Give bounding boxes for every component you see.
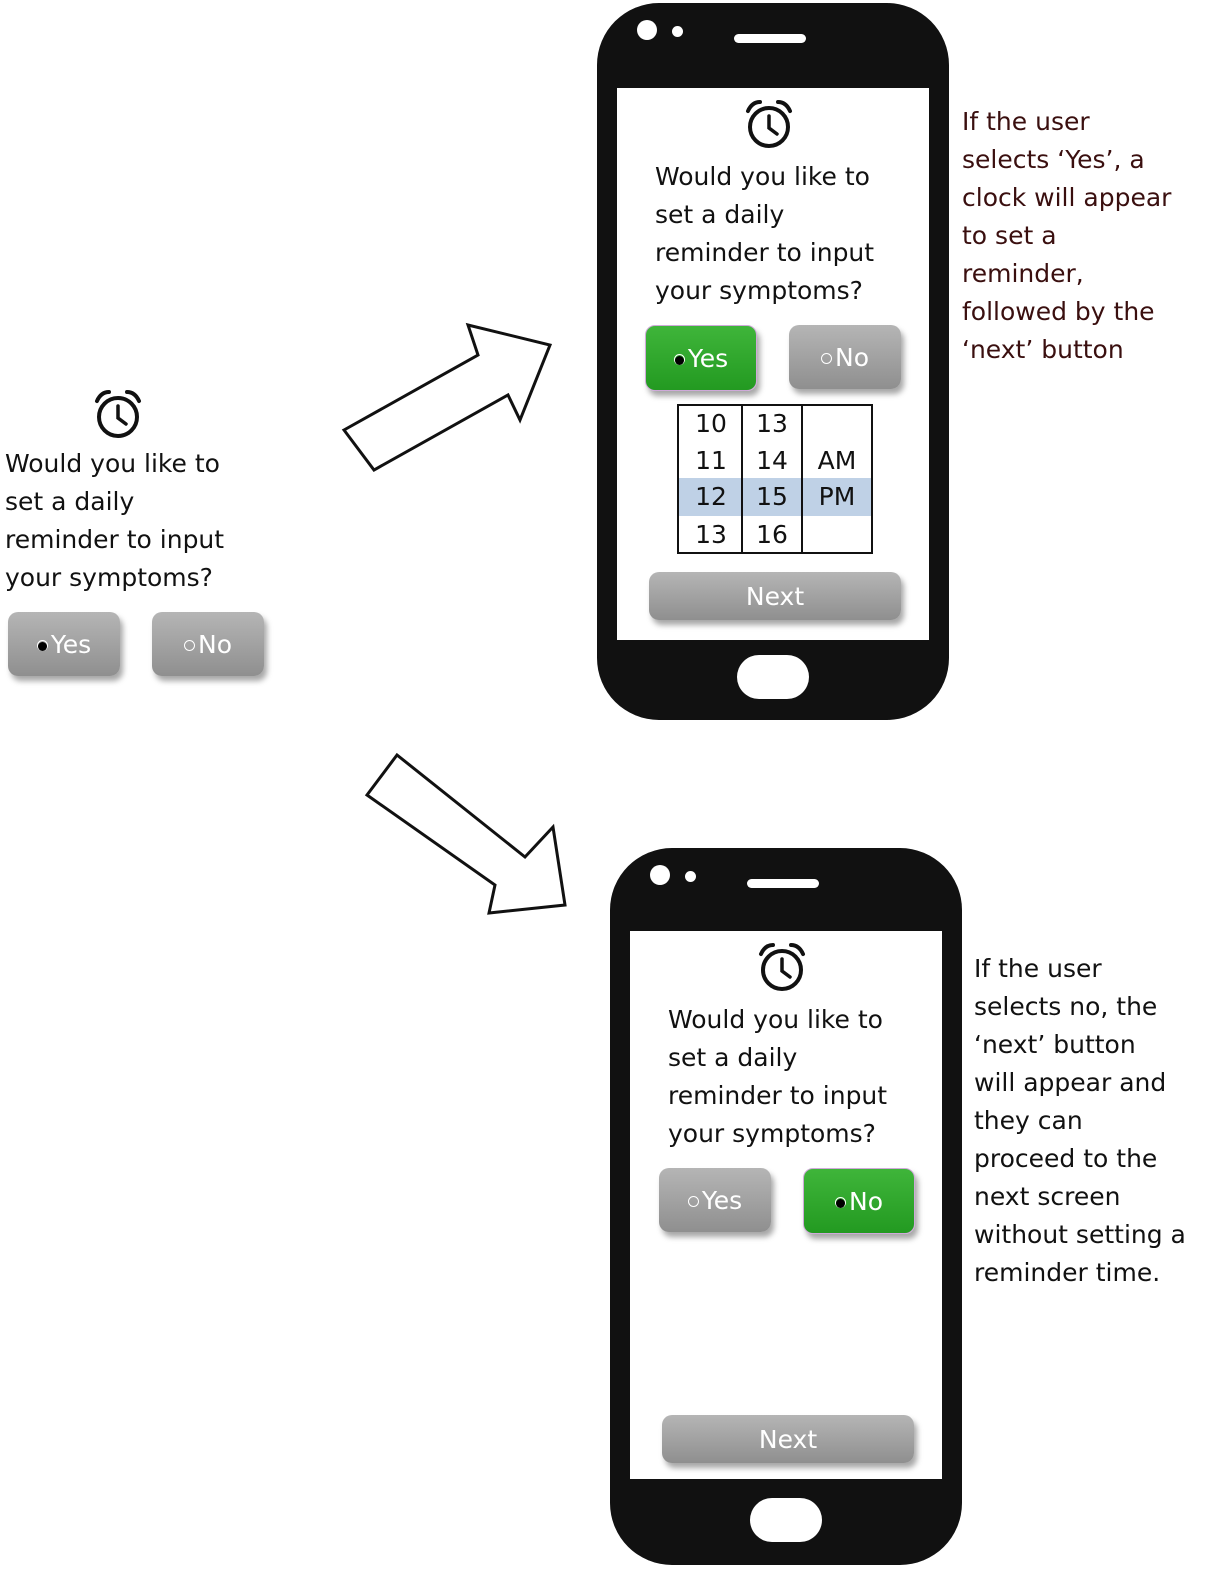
yes-explanation-note: If the user selects ‘Yes’, a clock will … [962, 103, 1171, 369]
next-button[interactable]: Next [662, 1415, 914, 1463]
alarm-clock-icon [759, 943, 805, 991]
time-picker[interactable]: 10 11 12 13 13 14 15 16 AM PM [677, 404, 873, 554]
radio-icon [36, 639, 48, 651]
phone-no-selected: Would you like to set a daily reminder t… [610, 848, 962, 1565]
minute-option[interactable]: 14 [756, 446, 788, 475]
period-option-selected[interactable]: PM [818, 482, 856, 511]
reminder-question: Would you like to set a daily reminder t… [668, 1001, 887, 1153]
question-line: Would you like to [655, 162, 870, 191]
question-line: set a daily [668, 1043, 798, 1072]
home-button[interactable] [750, 1498, 822, 1542]
question-line: your symptoms? [655, 276, 863, 305]
no-label: No [198, 629, 232, 659]
note-line: followed by the [962, 297, 1155, 326]
reminder-question: Would you like to set a daily reminder t… [655, 158, 874, 310]
note-line: clock will appear [962, 183, 1172, 212]
next-label: Next [758, 1424, 818, 1454]
front-camera [650, 865, 670, 885]
yes-button[interactable]: Yes [659, 1168, 771, 1232]
hour-column[interactable] [679, 406, 743, 552]
phone-screen: Would you like to set a daily reminder t… [630, 931, 942, 1479]
radio-icon [821, 352, 832, 364]
note-line: next screen [974, 1182, 1121, 1211]
note-line: reminder time. [974, 1258, 1161, 1287]
minute-option[interactable]: 13 [756, 409, 788, 438]
radio-icon [835, 1196, 846, 1208]
hour-option[interactable]: 10 [695, 409, 727, 438]
hour-option-selected[interactable]: 12 [695, 482, 727, 511]
yes-button[interactable]: Yes [8, 612, 120, 676]
radio-icon [687, 1195, 699, 1207]
no-button[interactable]: No [803, 1168, 915, 1234]
arrow-up-right-icon [341, 322, 553, 472]
question-line: Would you like to [668, 1005, 883, 1034]
radio-icon [673, 353, 685, 365]
question-line: reminder to input [5, 525, 225, 554]
arrow-down-right-icon [364, 752, 567, 915]
no-button[interactable]: No [152, 612, 264, 676]
yes-label: Yes [687, 343, 729, 373]
question-line: your symptoms? [668, 1119, 876, 1148]
no-label: No [835, 342, 869, 372]
no-label: No [849, 1186, 883, 1216]
minute-option-selected[interactable]: 15 [756, 482, 788, 511]
next-label: Next [745, 581, 805, 611]
minute-column[interactable] [741, 406, 803, 552]
no-explanation-note: If the user selects no, the ‘next’ butto… [974, 950, 1186, 1292]
question-line: Would you like to [5, 449, 220, 478]
note-line: selects ‘Yes’, a [962, 145, 1145, 174]
question-line: set a daily [5, 487, 135, 516]
note-line: without setting a [974, 1220, 1186, 1249]
yes-label: Yes [701, 1185, 743, 1215]
radio-icon [184, 639, 195, 651]
note-line: proceed to the [974, 1144, 1158, 1173]
note-line: ‘next’ button [974, 1030, 1136, 1059]
reminder-question: Would you like to set a daily reminder t… [5, 445, 224, 597]
picker-selection-highlight [679, 478, 871, 516]
alarm-clock-icon [95, 390, 141, 438]
next-button[interactable]: Next [649, 572, 901, 620]
note-line: If the user [974, 954, 1102, 983]
note-line: will appear and [974, 1068, 1167, 1097]
question-line: your symptoms? [5, 563, 213, 592]
note-line: reminder, [962, 259, 1084, 288]
note-line: selects no, the [974, 992, 1158, 1021]
question-line: reminder to input [655, 238, 875, 267]
question-line: reminder to input [668, 1081, 888, 1110]
note-line: If the user [962, 107, 1090, 136]
speaker-grille [747, 879, 819, 888]
phone-screen: Would you like to set a daily reminder t… [617, 88, 929, 640]
no-button[interactable]: No [789, 325, 901, 389]
question-line: set a daily [655, 200, 785, 229]
sensor [685, 871, 696, 882]
phone-yes-selected: Would you like to set a daily reminder t… [597, 3, 949, 720]
speaker-grille [734, 34, 806, 43]
hour-option[interactable]: 13 [695, 520, 727, 549]
hour-option[interactable]: 11 [695, 446, 727, 475]
note-line: they can [974, 1106, 1083, 1135]
minute-option[interactable]: 16 [756, 520, 788, 549]
period-option[interactable]: AM [817, 446, 857, 475]
sensor [672, 26, 683, 37]
note-line: to set a [962, 221, 1057, 250]
note-line: ‘next’ button [962, 335, 1124, 364]
alarm-clock-icon [746, 100, 792, 148]
home-button[interactable] [737, 655, 809, 699]
yes-label: Yes [50, 629, 92, 659]
front-camera [637, 20, 657, 40]
yes-button[interactable]: Yes [645, 325, 757, 391]
